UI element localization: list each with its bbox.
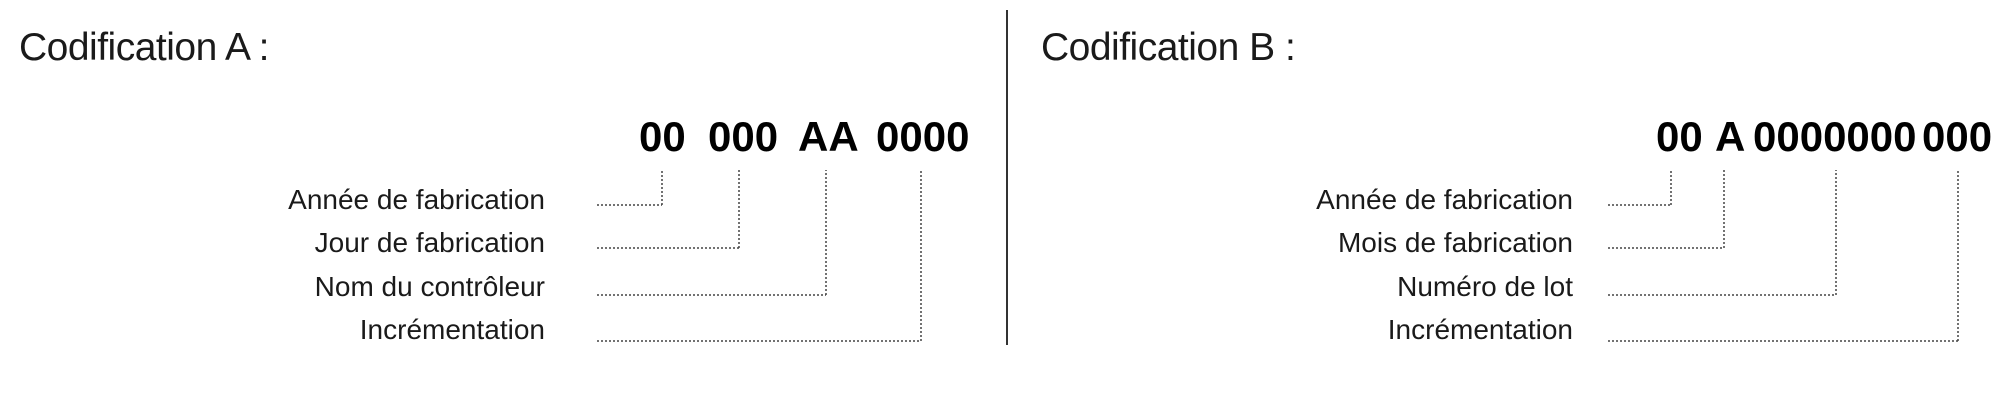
code-a-segment-increment: 0000 [876,113,970,160]
code-b-segment-year: 00 [1656,113,1703,160]
codification-a-panel: Codification A : 00 000 AA 0000 Année de… [19,26,970,345]
code-a-segment-day: 000 [708,113,779,160]
leader-line-a-controller [597,170,827,296]
leader-line-b-year [1608,170,1672,206]
leader-line-a-day [597,170,740,249]
leader-line-b-lot [1608,170,1837,296]
leader-line-a-year [597,170,663,206]
codification-b-title: Codification B : [1041,26,1296,69]
code-b-segment-increment: 000 [1922,113,1993,160]
code-a-segment-controller: AA [798,113,859,160]
leader-line-b-increment [1608,170,1959,342]
label-a-increment: Incrémentation [359,314,545,345]
label-a-controller: Nom du contrôleur [314,271,545,302]
code-b-segment-lot: 0000000 [1753,113,1917,160]
label-a-year: Année de fabrication [288,184,545,215]
code-a-segment-year: 00 [639,113,686,160]
label-a-day: Jour de fabrication [314,227,545,258]
codification-a-title: Codification A : [19,26,270,69]
leader-line-b-month [1608,170,1725,249]
code-b-segment-month: A [1715,113,1746,160]
codification-b-panel: Codification B : 00 A 0000000 000 Année … [1008,0,2016,412]
label-b-lot: Numéro de lot [1397,271,1573,302]
leader-line-a-increment [597,170,922,342]
label-b-increment: Incrémentation [1387,314,1573,345]
label-b-year: Année de fabrication [1316,184,1573,215]
panel-divider [1006,10,1008,345]
label-b-month: Mois de fabrication [1337,227,1573,258]
